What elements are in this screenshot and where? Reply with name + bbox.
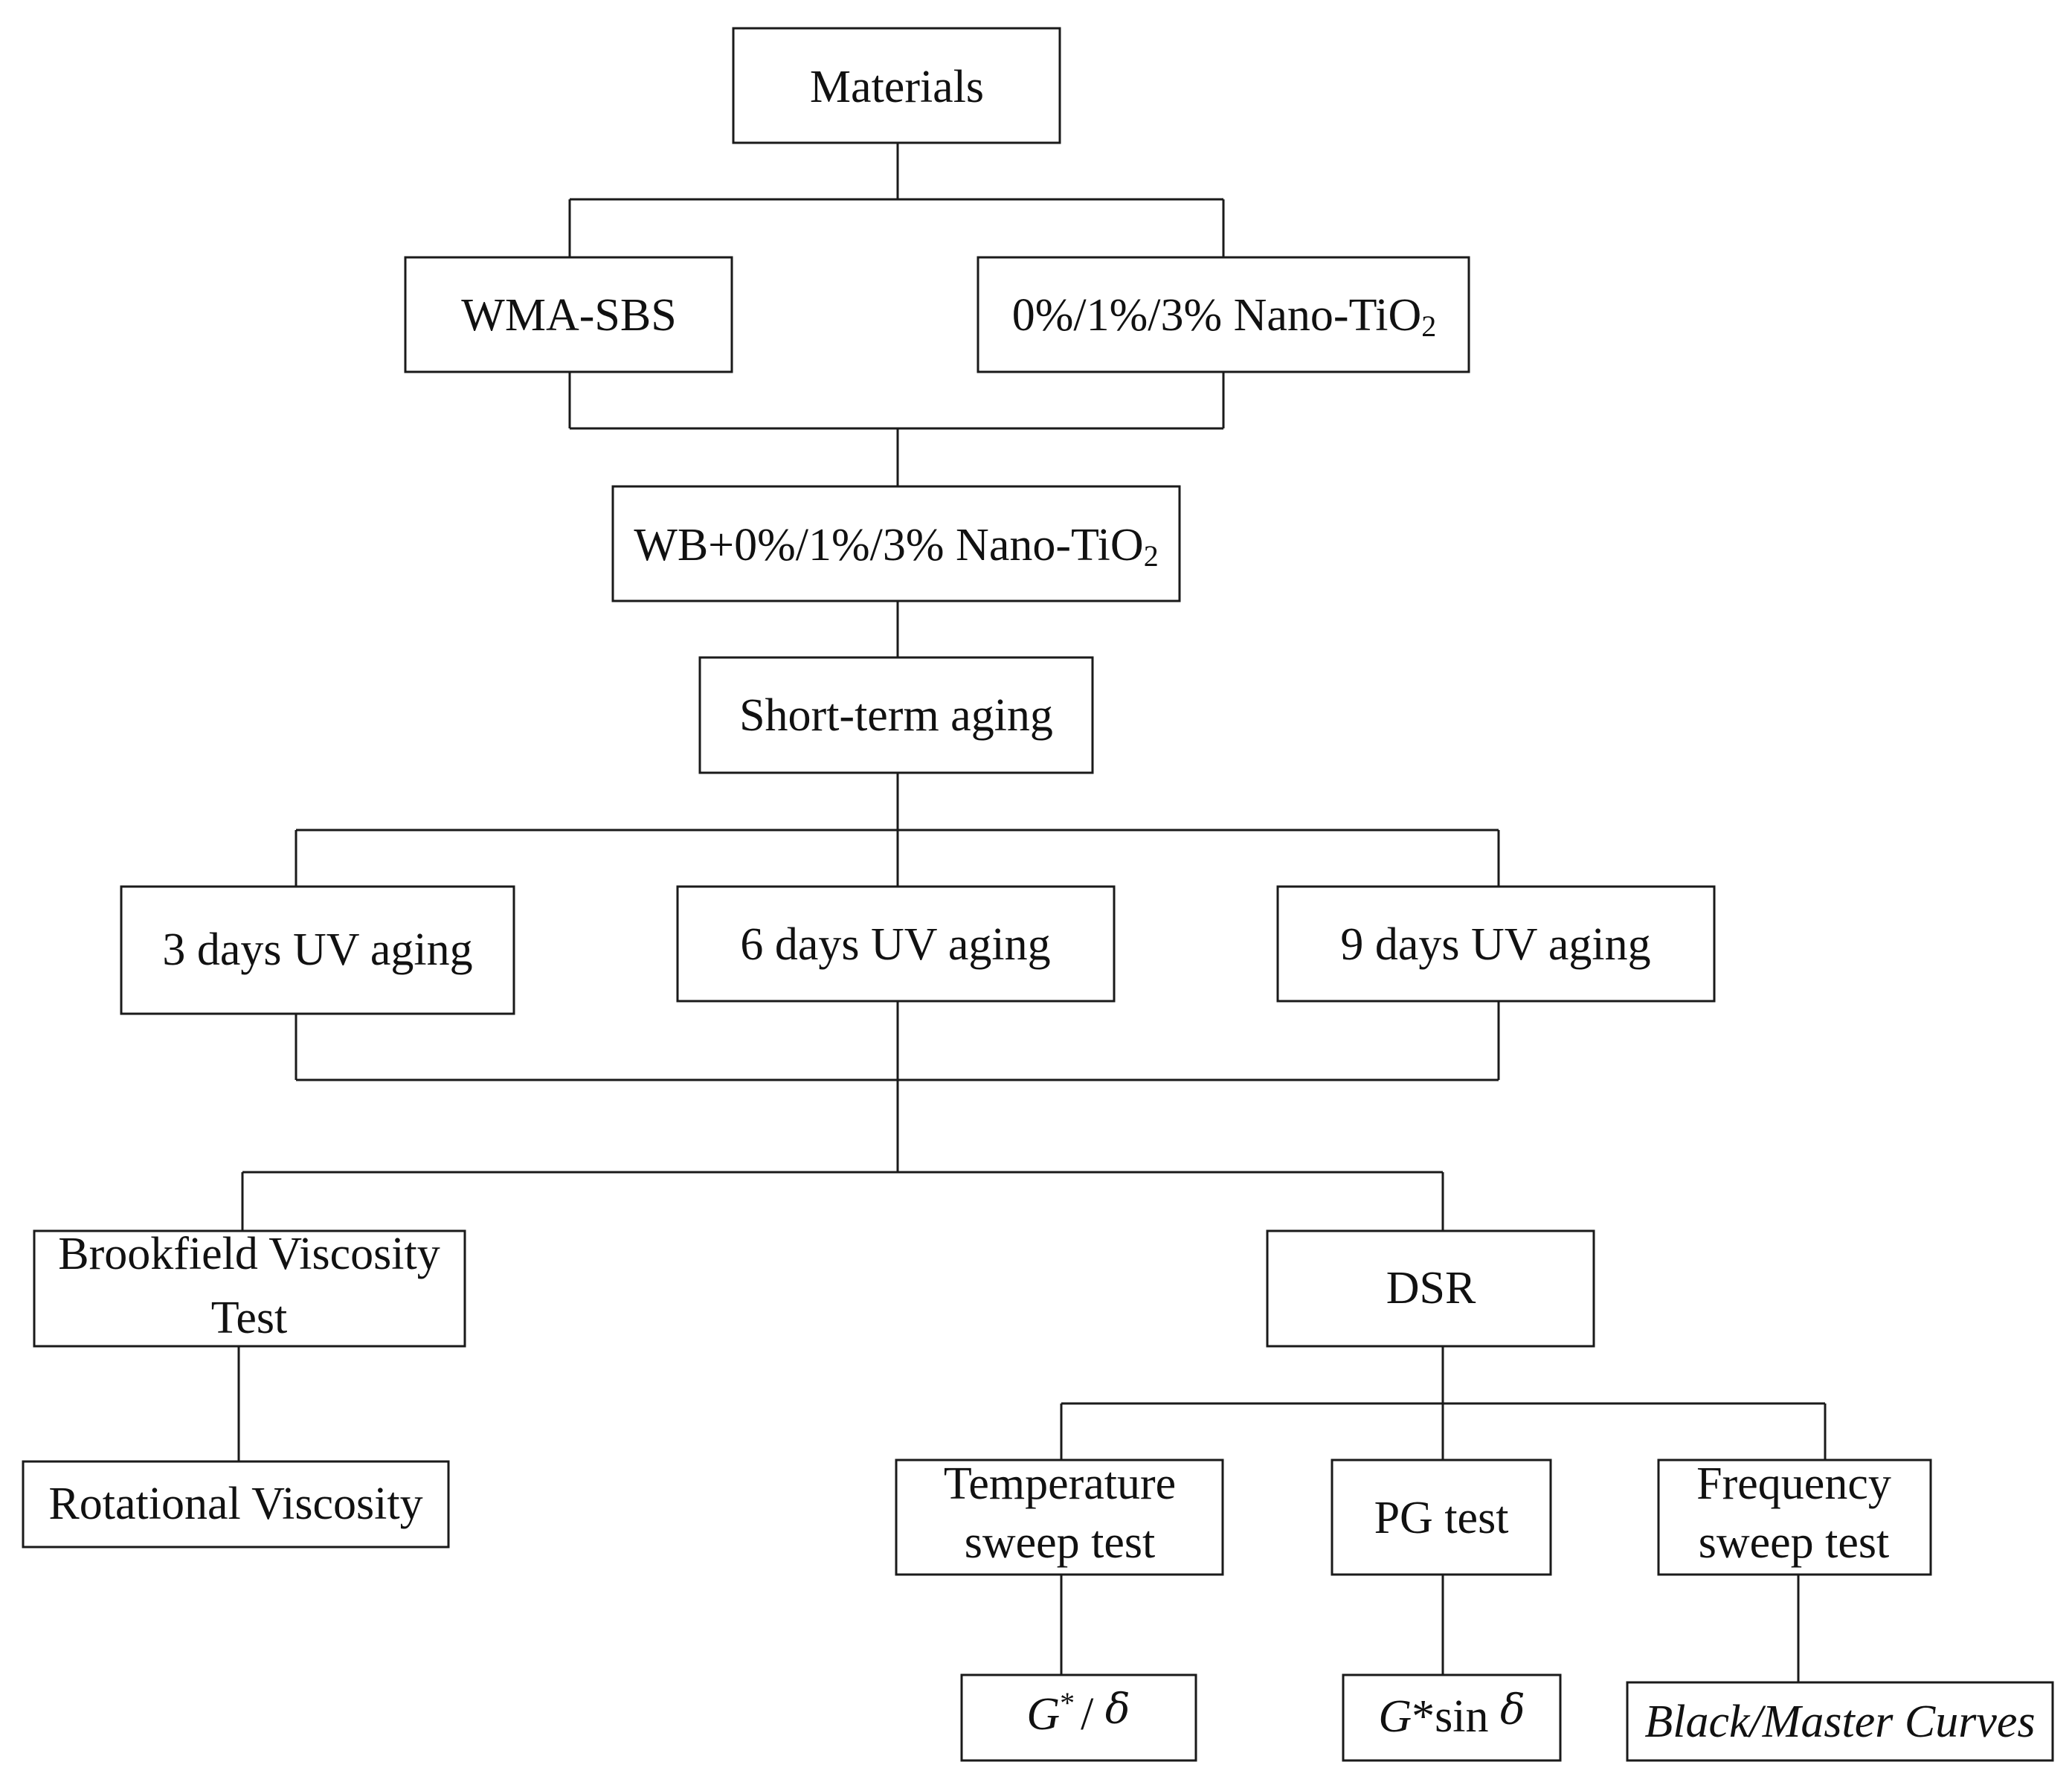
node-wma-sbs-label: WMA-SBS (461, 290, 676, 341)
node-uv-aging-9-label: 9 days UV aging (1340, 919, 1650, 970)
node-materials-label: Materials (810, 62, 984, 112)
node-uv-aging-9: 9 days UV aging (1276, 885, 1716, 1003)
node-nano-tio2-label: 0%/1%/3% Nano-TiO2 (1012, 290, 1437, 343)
connectors (237, 143, 1827, 1682)
node-dsr: DSR (1266, 1229, 1595, 1348)
node-black-master-curves: Black/Master Curves (1626, 1681, 2054, 1762)
node-g-star-delta: G*/ δ (960, 1673, 1197, 1762)
node-g-star-sin-delta: G*sin δ (1342, 1673, 1562, 1762)
node-dsr-label: DSR (1386, 1263, 1476, 1313)
node-uv-aging-3: 3 days UV aging (120, 885, 515, 1015)
node-temperature-sweep-line1: Temperature (944, 1459, 1176, 1509)
node-uv-aging-3-label: 3 days UV aging (162, 924, 472, 975)
node-brookfield-line1: Brookfield Viscosity (58, 1229, 440, 1279)
connector-tests-split (241, 1080, 1444, 1231)
node-wma-sbs: WMA-SBS (404, 256, 733, 373)
node-short-term-aging-label: Short-term aging (739, 690, 1053, 741)
node-black-master-curves-label: Black/Master Curves (1644, 1697, 2035, 1747)
connector-merge-wb (568, 372, 1225, 486)
node-temperature-sweep-line2: sweep test (965, 1517, 1156, 1568)
node-g-star-delta-label: G*/ δ (1026, 1685, 1130, 1740)
node-pg-test-label: PG test (1374, 1493, 1509, 1543)
connector-materials-split (568, 143, 1225, 257)
node-frequency-sweep-line2: sweep test (1699, 1517, 1890, 1568)
node-frequency-sweep-test: Frequency sweep test (1657, 1459, 1932, 1576)
connector-aging-uv-split (295, 773, 1500, 887)
node-pg-test: PG test (1331, 1459, 1552, 1576)
node-brookfield-viscosity-test: Brookfield Viscosity Test (33, 1229, 466, 1348)
node-frequency-sweep-line1: Frequency (1696, 1459, 1891, 1509)
node-short-term-aging: Short-term aging (698, 656, 1094, 774)
node-materials: Materials (732, 27, 1061, 144)
node-rotational-viscosity: Rotational Viscosity (22, 1460, 450, 1549)
connector-uv-merge (295, 1001, 1500, 1081)
connector-dsr-split (1060, 1346, 1827, 1460)
node-nano-tio2: 0%/1%/3% Nano-TiO2 (977, 256, 1470, 373)
node-uv-aging-6: 6 days UV aging (676, 885, 1116, 1003)
node-wb-nano-tio2: WB+0%/1%/3% Nano-TiO2 (611, 485, 1181, 602)
node-wb-nano-tio2-label: WB+0%/1%/3% Nano-TiO2 (634, 520, 1158, 573)
node-brookfield-line2: Test (211, 1293, 287, 1343)
node-uv-aging-6-label: 6 days UV aging (740, 919, 1050, 970)
node-rotational-viscosity-label: Rotational Viscosity (48, 1479, 422, 1529)
node-g-star-sin-delta-label: G*sin δ (1378, 1686, 1525, 1742)
node-temperature-sweep-test: Temperature sweep test (895, 1459, 1224, 1576)
